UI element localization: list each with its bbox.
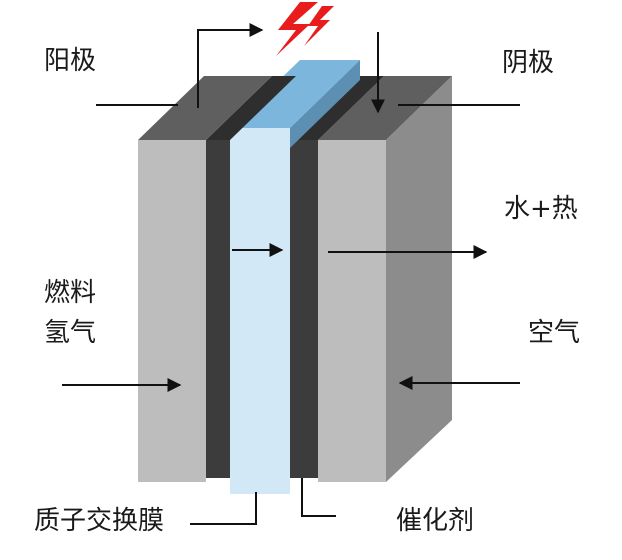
pem-label: 质子交换膜 <box>34 506 165 536</box>
cathode-top-face <box>318 76 452 140</box>
circuit-wire-left <box>197 23 264 108</box>
lightning-bolt-small-icon <box>304 6 334 46</box>
membrane-side-face <box>290 60 360 148</box>
anode-front-face <box>138 140 206 482</box>
cathode-label: 阴极 <box>502 48 555 78</box>
membrane-front-face <box>230 128 290 494</box>
cathode-front-face <box>318 140 386 482</box>
anode-label: 阳极 <box>44 46 97 76</box>
pem-leader-line <box>190 492 257 525</box>
fuel-label: 燃料 <box>44 278 97 308</box>
catalyst-leader-line <box>301 478 336 517</box>
lightning-bolt-icon <box>276 2 318 56</box>
cathode-side-face <box>386 76 452 482</box>
air-label: 空气 <box>528 318 581 348</box>
cathode-catalyst-front <box>290 140 318 478</box>
cathode-electrode <box>318 76 452 482</box>
anode-catalyst-layer <box>206 76 296 478</box>
membrane-top-face <box>230 60 360 128</box>
hydrogen-label: 氢气 <box>44 318 97 348</box>
anode-top-face <box>138 76 272 140</box>
catalyst-label: 催化剂 <box>396 506 475 536</box>
anode-catalyst-top <box>206 76 296 140</box>
anode-catalyst-front <box>206 140 230 478</box>
water-heat-label: 水+热 <box>504 194 578 224</box>
proton-exchange-membrane <box>230 60 360 494</box>
anode-electrode <box>138 76 272 482</box>
